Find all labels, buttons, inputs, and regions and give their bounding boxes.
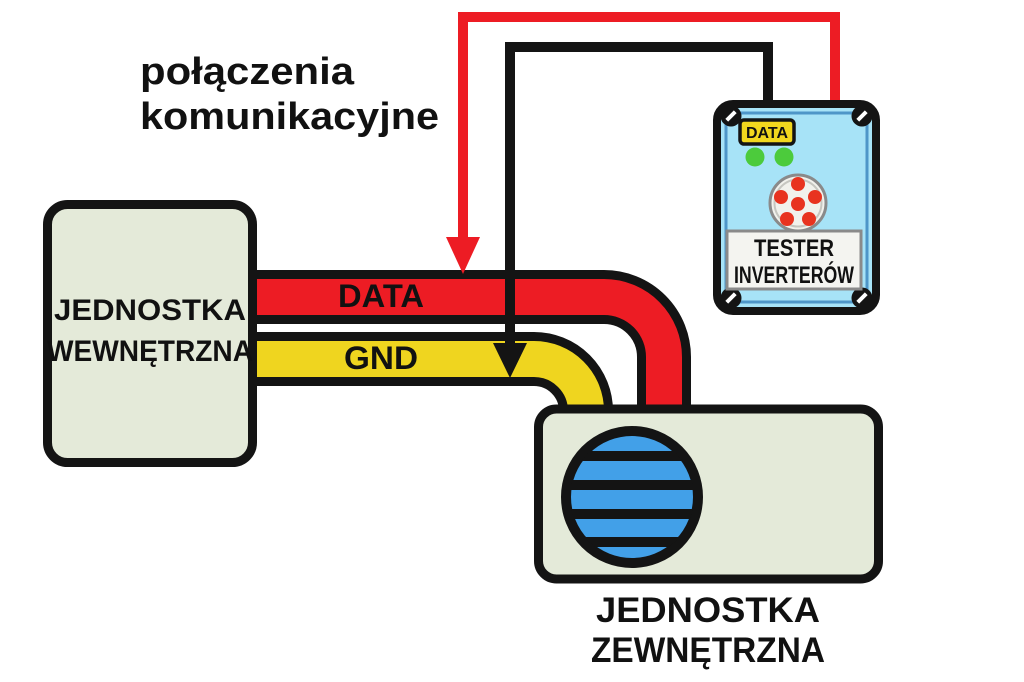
- screw-icon: [851, 287, 873, 309]
- data-wire: [250, 270, 691, 416]
- fan-circle: [561, 426, 703, 568]
- connector-pins: [774, 177, 822, 226]
- tester-name-line2: INVERTERÓW: [734, 261, 854, 289]
- connector-pin: [791, 177, 805, 191]
- tester-device: DATA TESTER INVERTERÓW: [713, 100, 880, 315]
- screw-icon: [720, 105, 742, 127]
- gnd-wire-label: GND: [344, 340, 418, 376]
- tester-name-plate: TESTER INVERTERÓW: [725, 229, 863, 291]
- red-arrowhead-icon: [446, 237, 480, 274]
- diagram-title: połączenia komunikacyjne: [140, 51, 439, 138]
- tester-port-label: DATA: [738, 118, 796, 146]
- black-test-lead-line: [505, 42, 773, 344]
- fan-icon: [561, 426, 703, 568]
- fan-blade-stripe: [570, 451, 694, 461]
- indoor-unit-box: [43, 200, 257, 467]
- connector-pin: [791, 197, 805, 211]
- outdoor-unit: JEDNOSTKA ZEWNĘTRZNA: [534, 404, 883, 670]
- connector-pin: [774, 190, 788, 204]
- data-wire-core: [250, 279, 682, 416]
- connector-pin: [808, 190, 822, 204]
- indoor-unit: JEDNOSTKA WEWNĘTRZNA: [43, 200, 257, 467]
- red-test-lead-line: [458, 12, 840, 238]
- title-line2: komunikacyjne: [140, 96, 439, 138]
- gnd-wire-core: [250, 341, 604, 416]
- fan-blade-stripe: [570, 480, 694, 490]
- black-test-lead: [493, 42, 773, 378]
- screw-icon: [851, 105, 873, 127]
- connector-port-icon: [768, 173, 828, 233]
- gnd-wire: [250, 332, 613, 416]
- outdoor-unit-label-line2: ZEWNĘTRZNA: [591, 631, 825, 670]
- title-line1: połączenia: [140, 51, 355, 93]
- tester-panel-line: [724, 111, 869, 304]
- tester-name-line1: TESTER: [754, 235, 834, 262]
- fan-blade-stripe: [570, 509, 694, 519]
- tester-port-label-box: [738, 118, 796, 146]
- outdoor-unit-label-line1: JEDNOSTKA: [596, 591, 820, 630]
- connector-pin: [802, 212, 816, 226]
- connector-pin: [780, 212, 794, 226]
- tester-name-plate-box: [725, 229, 863, 291]
- tester-port-label-text: DATA: [746, 125, 788, 142]
- led-indicator-icon: [774, 147, 794, 167]
- fan-blade-stripe: [570, 537, 694, 547]
- red-test-lead: [446, 12, 840, 274]
- indoor-unit-label-line1: JEDNOSTKA: [54, 294, 246, 327]
- data-wire-label: DATA: [338, 278, 424, 314]
- screw-icon: [720, 287, 742, 309]
- led-indicator-icon: [745, 147, 765, 167]
- indoor-unit-label-line2: WEWNĘTRZNA: [47, 335, 253, 368]
- black-arrowhead-icon: [493, 343, 527, 378]
